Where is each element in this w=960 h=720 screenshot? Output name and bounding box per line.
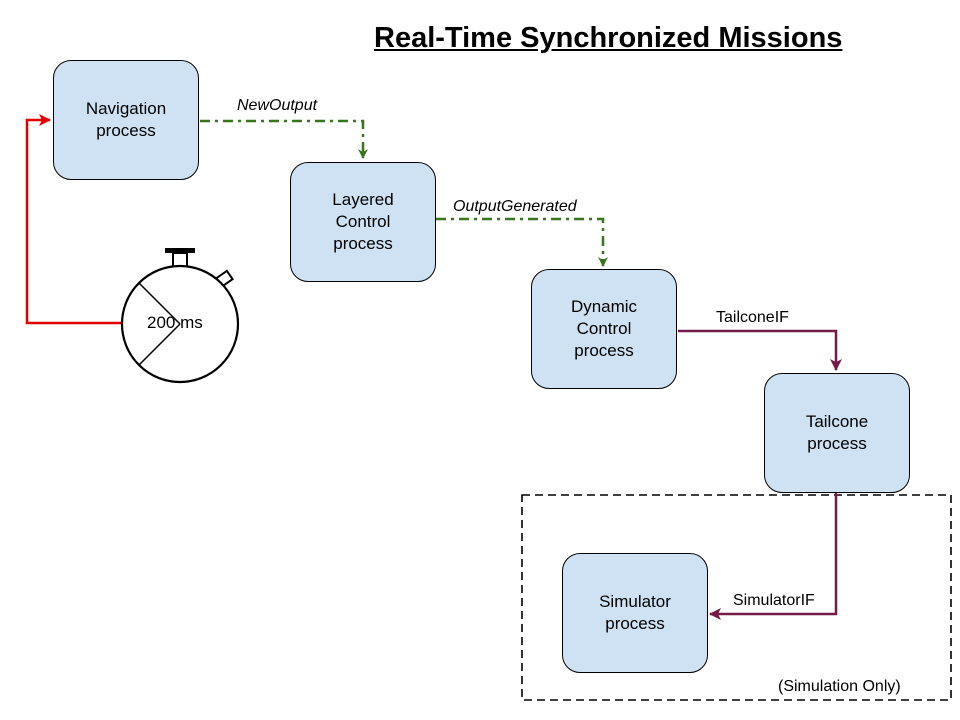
node-label-line: Layered [332, 190, 394, 209]
simulation-only-label: (Simulation Only) [778, 678, 901, 695]
new-output-label: NewOutput [237, 97, 318, 114]
tailcone-if-edge [678, 329, 842, 371]
timer-period-label: 200 ms [147, 313, 203, 332]
simulator-if-label: SimulatorIF [733, 592, 815, 609]
dynamic-control-process-node: Dynamic Control process [531, 269, 677, 389]
node-label-line: Dynamic [570, 297, 638, 316]
output-generated-label: OutputGenerated [453, 198, 577, 215]
node-label-line: process [333, 234, 393, 253]
node-label-line: Tailcone [805, 412, 869, 431]
simulator-if-edge [709, 493, 838, 620]
new-output-edge [200, 119, 368, 159]
stopwatch-icon [120, 248, 240, 384]
node-label-line: process [96, 121, 156, 140]
layered-control-process-node: Layered Control process [290, 162, 436, 282]
node-label-line: Control [335, 212, 391, 231]
node-label-line: Simulator [599, 592, 671, 611]
tailcone-process-node: Tailcone process [764, 373, 910, 493]
output-generated-edge [436, 217, 608, 267]
node-label-line: process [807, 434, 867, 453]
simulation-only-region [521, 494, 952, 701]
timer-edge [25, 114, 121, 325]
diagram-title: Real-Time Synchronized Missions [374, 22, 843, 54]
tailcone-if-label: TailconeIF [716, 309, 789, 326]
node-label-line: Navigation [85, 99, 167, 118]
node-label-line: process [605, 614, 665, 633]
node-label-line: process [574, 341, 634, 360]
node-label-line: Control [576, 319, 632, 338]
navigation-process-node: Navigation process [53, 60, 199, 180]
simulator-process-node: Simulator process [562, 553, 708, 673]
